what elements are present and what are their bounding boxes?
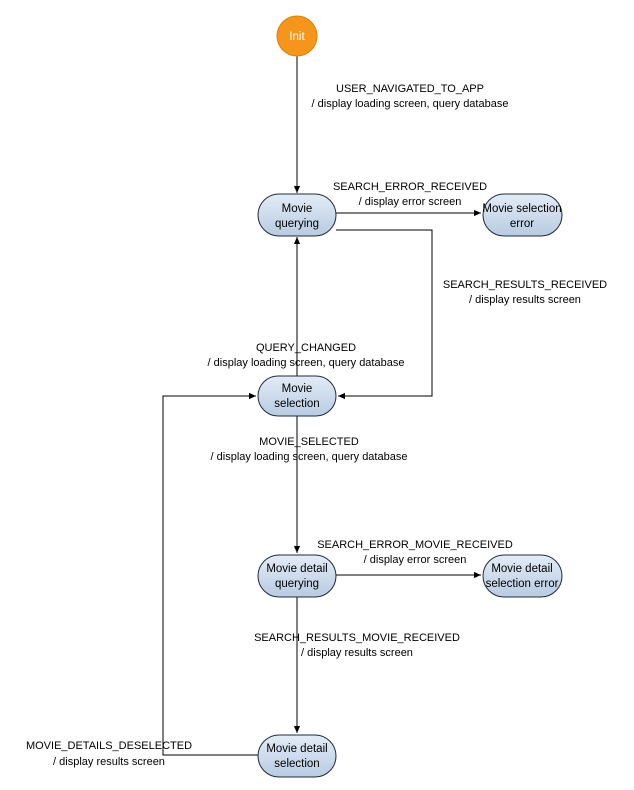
- transition-search-error-movie-action: / display error screen: [364, 554, 467, 566]
- edge-labels: USER_NAVIGATED_TO_APP / display loading …: [26, 83, 607, 768]
- state-movie-selection: Movie selection: [257, 375, 337, 417]
- state-movie-selection-error-box: [482, 193, 563, 237]
- state-movie-detail-selection-label-line2: selection: [274, 758, 319, 770]
- state-movie-detail-querying: Movie detail querying: [257, 554, 337, 598]
- state-movie-detail-selection: Movie detail selection: [257, 734, 337, 778]
- state-movie-detail-selection-box: [257, 734, 337, 778]
- transition-movie-details-deselected-action: / display results screen: [53, 756, 165, 768]
- transition-search-results-event: SEARCH_RESULTS_RECEIVED: [443, 279, 607, 291]
- transition-query-changed-event: QUERY_CHANGED: [256, 342, 356, 354]
- state-movie-selection-label-line2: selection: [274, 398, 319, 410]
- init-circle: [276, 15, 318, 57]
- state-movie-querying-box: [257, 193, 337, 237]
- transition-movie-selected-event: MOVIE_SELECTED: [259, 436, 359, 448]
- state-movie-detail-selection-error-box: [482, 554, 563, 598]
- transition-user-navigated-action: / display loading screen, query database: [312, 98, 509, 110]
- transition-search-results-movie-action: / display results screen: [301, 647, 413, 659]
- state-movie-querying-label-line2: querying: [275, 218, 319, 230]
- transition-search-error-movie-event: SEARCH_ERROR_MOVIE_RECEIVED: [317, 539, 513, 551]
- transition-search-results-action: / display results screen: [469, 294, 581, 306]
- transition-search-error-event: SEARCH_ERROR_RECEIVED: [333, 181, 487, 193]
- state-movie-selection-error-label-line1: Movie selection: [482, 203, 561, 215]
- state-movie-querying: Movie querying: [257, 193, 337, 237]
- state-movie-selection-label-line1: Movie: [282, 383, 313, 395]
- state-movie-detail-selection-error-label-line1: Movie detail: [491, 563, 552, 575]
- transition-movie-details-deselected-event: MOVIE_DETAILS_DESELECTED: [26, 740, 192, 752]
- state-movie-querying-label-line1: Movie: [282, 203, 313, 215]
- state-movie-detail-selection-error-label-line2: selection error: [486, 578, 559, 590]
- state-movie-detail-selection-label-line1: Movie detail: [266, 743, 327, 755]
- transition-movie-selected-action: / display loading screen, query database: [211, 451, 408, 463]
- edge-movie-detail-selection-to-movie-selection: [162, 392, 258, 756]
- state-movie-selection-error: Movie selection error: [482, 193, 563, 237]
- state-init-label: Init: [289, 31, 305, 43]
- transition-search-results-movie-event: SEARCH_RESULTS_MOVIE_RECEIVED: [254, 632, 460, 644]
- states: Init Movie querying Movie selection erro…: [257, 15, 563, 778]
- transition-query-changed-action: / display loading screen, query database: [208, 357, 405, 369]
- state-movie-selection-error-label-line2: error: [510, 218, 534, 230]
- state-movie-detail-querying-label-line1: Movie detail: [266, 563, 327, 575]
- state-movie-selection-box: [257, 375, 337, 417]
- edge-movie-querying-to-movie-selection: [336, 229, 433, 400]
- edges: [162, 56, 481, 756]
- state-init: Init: [276, 15, 318, 57]
- transition-search-error-action: / display error screen: [359, 196, 462, 208]
- state-movie-detail-querying-box: [257, 554, 337, 598]
- state-movie-detail-querying-label-line2: querying: [275, 578, 319, 590]
- state-movie-detail-selection-error: Movie detail selection error: [482, 554, 563, 598]
- transition-user-navigated-event: USER_NAVIGATED_TO_APP: [336, 83, 484, 95]
